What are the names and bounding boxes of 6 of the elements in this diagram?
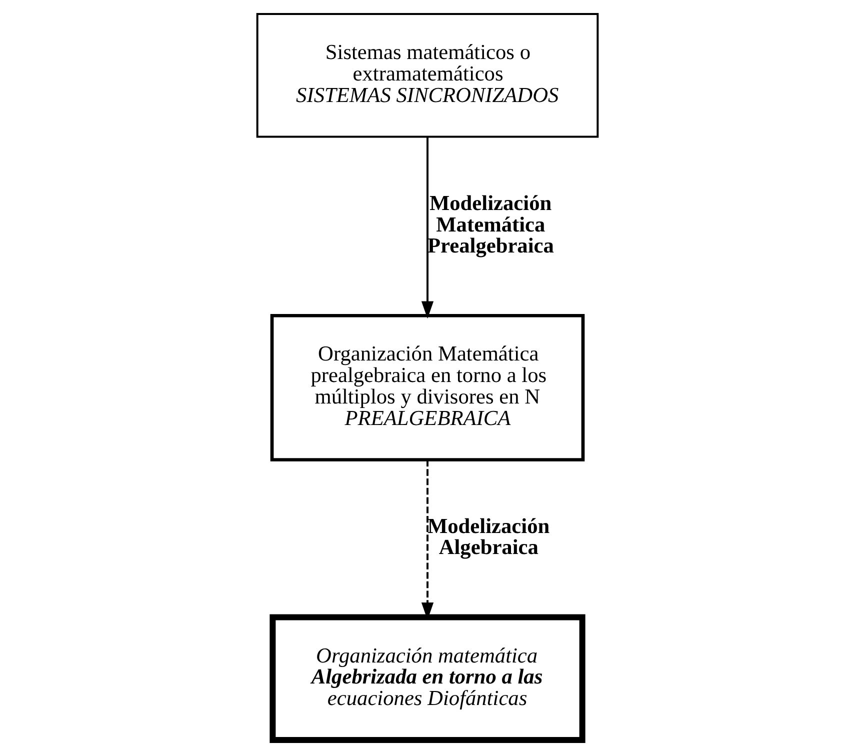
edge-label: Modelización Algebraica [427, 514, 550, 560]
node-box: Organización matemática Algebrizada en torno a las ecuaciones Diofánticas [269, 614, 585, 744]
node-box: Sistemas matemáticos o extramatemáticos SISTEMAS SINCRONIZADOS [256, 13, 598, 138]
edge-label: Modelización Matemática Prealgebraica [427, 190, 554, 258]
arrow [420, 136, 434, 319]
node-box: Organización Matemática prealgebraica en torno a los múltiplos y divisores en N PREALGEBRAICA [270, 314, 584, 462]
